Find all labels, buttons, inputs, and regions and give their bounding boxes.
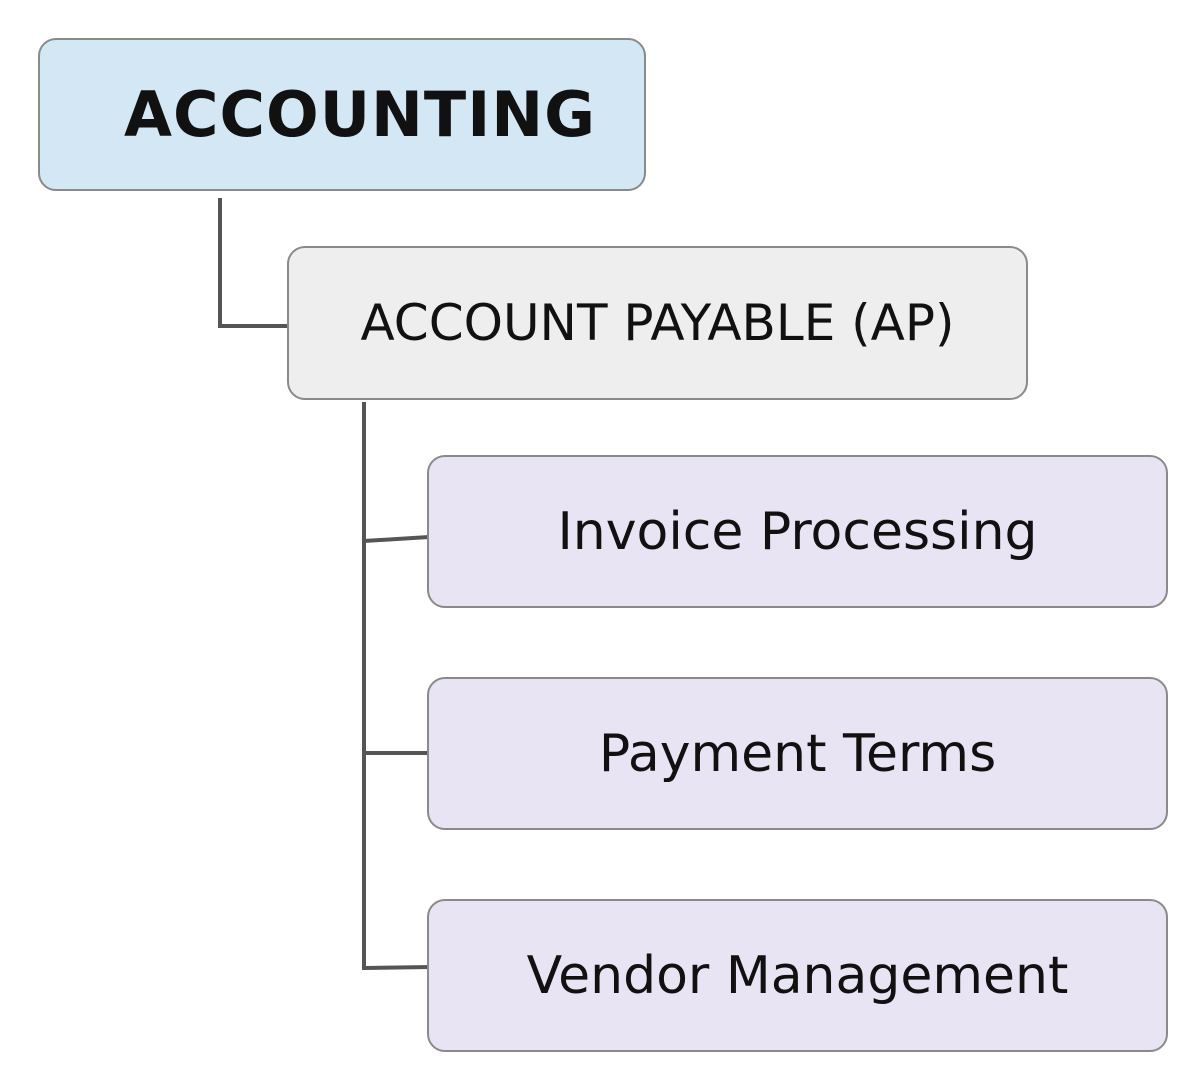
node-payment-terms-label: Payment Terms: [598, 723, 997, 784]
node-invoice-processing-label: Invoice Processing: [557, 501, 1038, 562]
node-invoice-processing: Invoice Processing: [427, 455, 1168, 608]
branch-to-invoice-connector: [361, 534, 432, 544]
node-payment-terms: Payment Terms: [427, 677, 1168, 830]
node-account-payable: ACCOUNT PAYABLE (AP): [287, 246, 1028, 400]
node-account-payable-label: ACCOUNT PAYABLE (AP): [360, 294, 955, 352]
node-vendor-management: Vendor Management: [427, 899, 1168, 1052]
node-accounting-label: ACCOUNTING: [124, 78, 597, 151]
branch-to-vendor-connector: [361, 964, 432, 971]
node-vendor-management-label: Vendor Management: [526, 945, 1069, 1006]
node-accounting: ACCOUNTING: [38, 38, 646, 191]
